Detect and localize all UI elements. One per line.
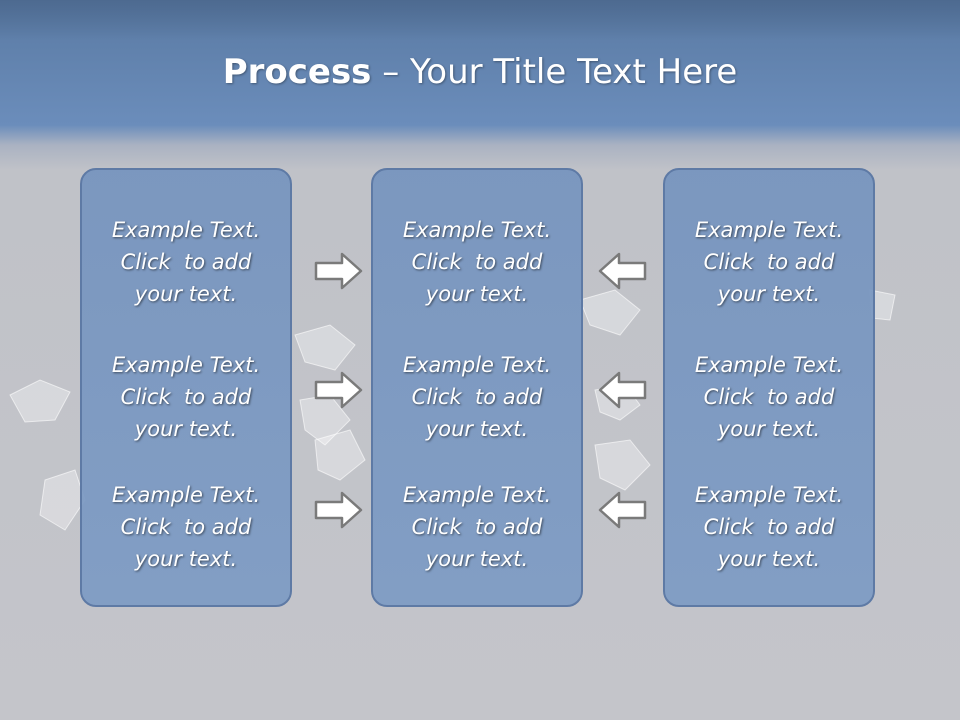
text-line: Click to add: [120, 250, 252, 274]
text-line: Example Text.: [111, 218, 261, 242]
text-placeholder[interactable]: Example Text. Click to add your text.: [82, 479, 290, 575]
text-line: Click to add: [703, 385, 835, 409]
text-line: Click to add: [411, 250, 543, 274]
text-placeholder[interactable]: Example Text. Click to add your text.: [82, 214, 290, 310]
arrow-right-icon[interactable]: [314, 252, 364, 290]
text-line: Example Text.: [694, 483, 844, 507]
process-box-right[interactable]: Example Text. Click to add your text. Ex…: [663, 168, 875, 607]
text-line: Click to add: [411, 385, 543, 409]
arrow-right-icon[interactable]: [314, 371, 364, 409]
text-line: Click to add: [120, 385, 252, 409]
text-placeholder[interactable]: Example Text. Click to add your text.: [665, 479, 873, 575]
arrow-right-icon[interactable]: [314, 491, 364, 529]
text-line: Example Text.: [402, 483, 552, 507]
arrow-left-icon[interactable]: [597, 491, 647, 529]
text-placeholder[interactable]: Example Text. Click to add your text.: [665, 214, 873, 310]
text-line: Example Text.: [111, 483, 261, 507]
text-line: Example Text.: [694, 218, 844, 242]
header-band: [0, 0, 960, 40]
text-line: your text.: [717, 417, 821, 441]
arrow-left-icon[interactable]: [597, 252, 647, 290]
text-line: your text.: [134, 547, 238, 571]
text-line: your text.: [134, 282, 238, 306]
title-bold: Process: [222, 52, 372, 92]
text-placeholder[interactable]: Example Text. Click to add your text.: [373, 479, 581, 575]
text-line: your text.: [717, 547, 821, 571]
text-placeholder[interactable]: Example Text. Click to add your text.: [373, 214, 581, 310]
arrow-left-icon[interactable]: [597, 371, 647, 409]
text-line: Example Text.: [402, 218, 552, 242]
process-box-left[interactable]: Example Text. Click to add your text. Ex…: [80, 168, 292, 607]
text-line: your text.: [134, 417, 238, 441]
text-placeholder[interactable]: Example Text. Click to add your text.: [373, 349, 581, 445]
text-placeholder[interactable]: Example Text. Click to add your text.: [82, 349, 290, 445]
text-line: your text.: [425, 417, 529, 441]
text-line: Example Text.: [694, 353, 844, 377]
text-line: Click to add: [703, 515, 835, 539]
text-line: Click to add: [411, 515, 543, 539]
text-line: Click to add: [120, 515, 252, 539]
text-line: Example Text.: [402, 353, 552, 377]
text-line: Example Text.: [111, 353, 261, 377]
slide-title[interactable]: Process – Your Title Text Here: [0, 52, 960, 92]
title-rest: – Your Title Text Here: [371, 52, 738, 92]
text-line: your text.: [425, 547, 529, 571]
text-line: Click to add: [703, 250, 835, 274]
text-line: your text.: [425, 282, 529, 306]
text-line: your text.: [717, 282, 821, 306]
text-placeholder[interactable]: Example Text. Click to add your text.: [665, 349, 873, 445]
process-box-center[interactable]: Example Text. Click to add your text. Ex…: [371, 168, 583, 607]
